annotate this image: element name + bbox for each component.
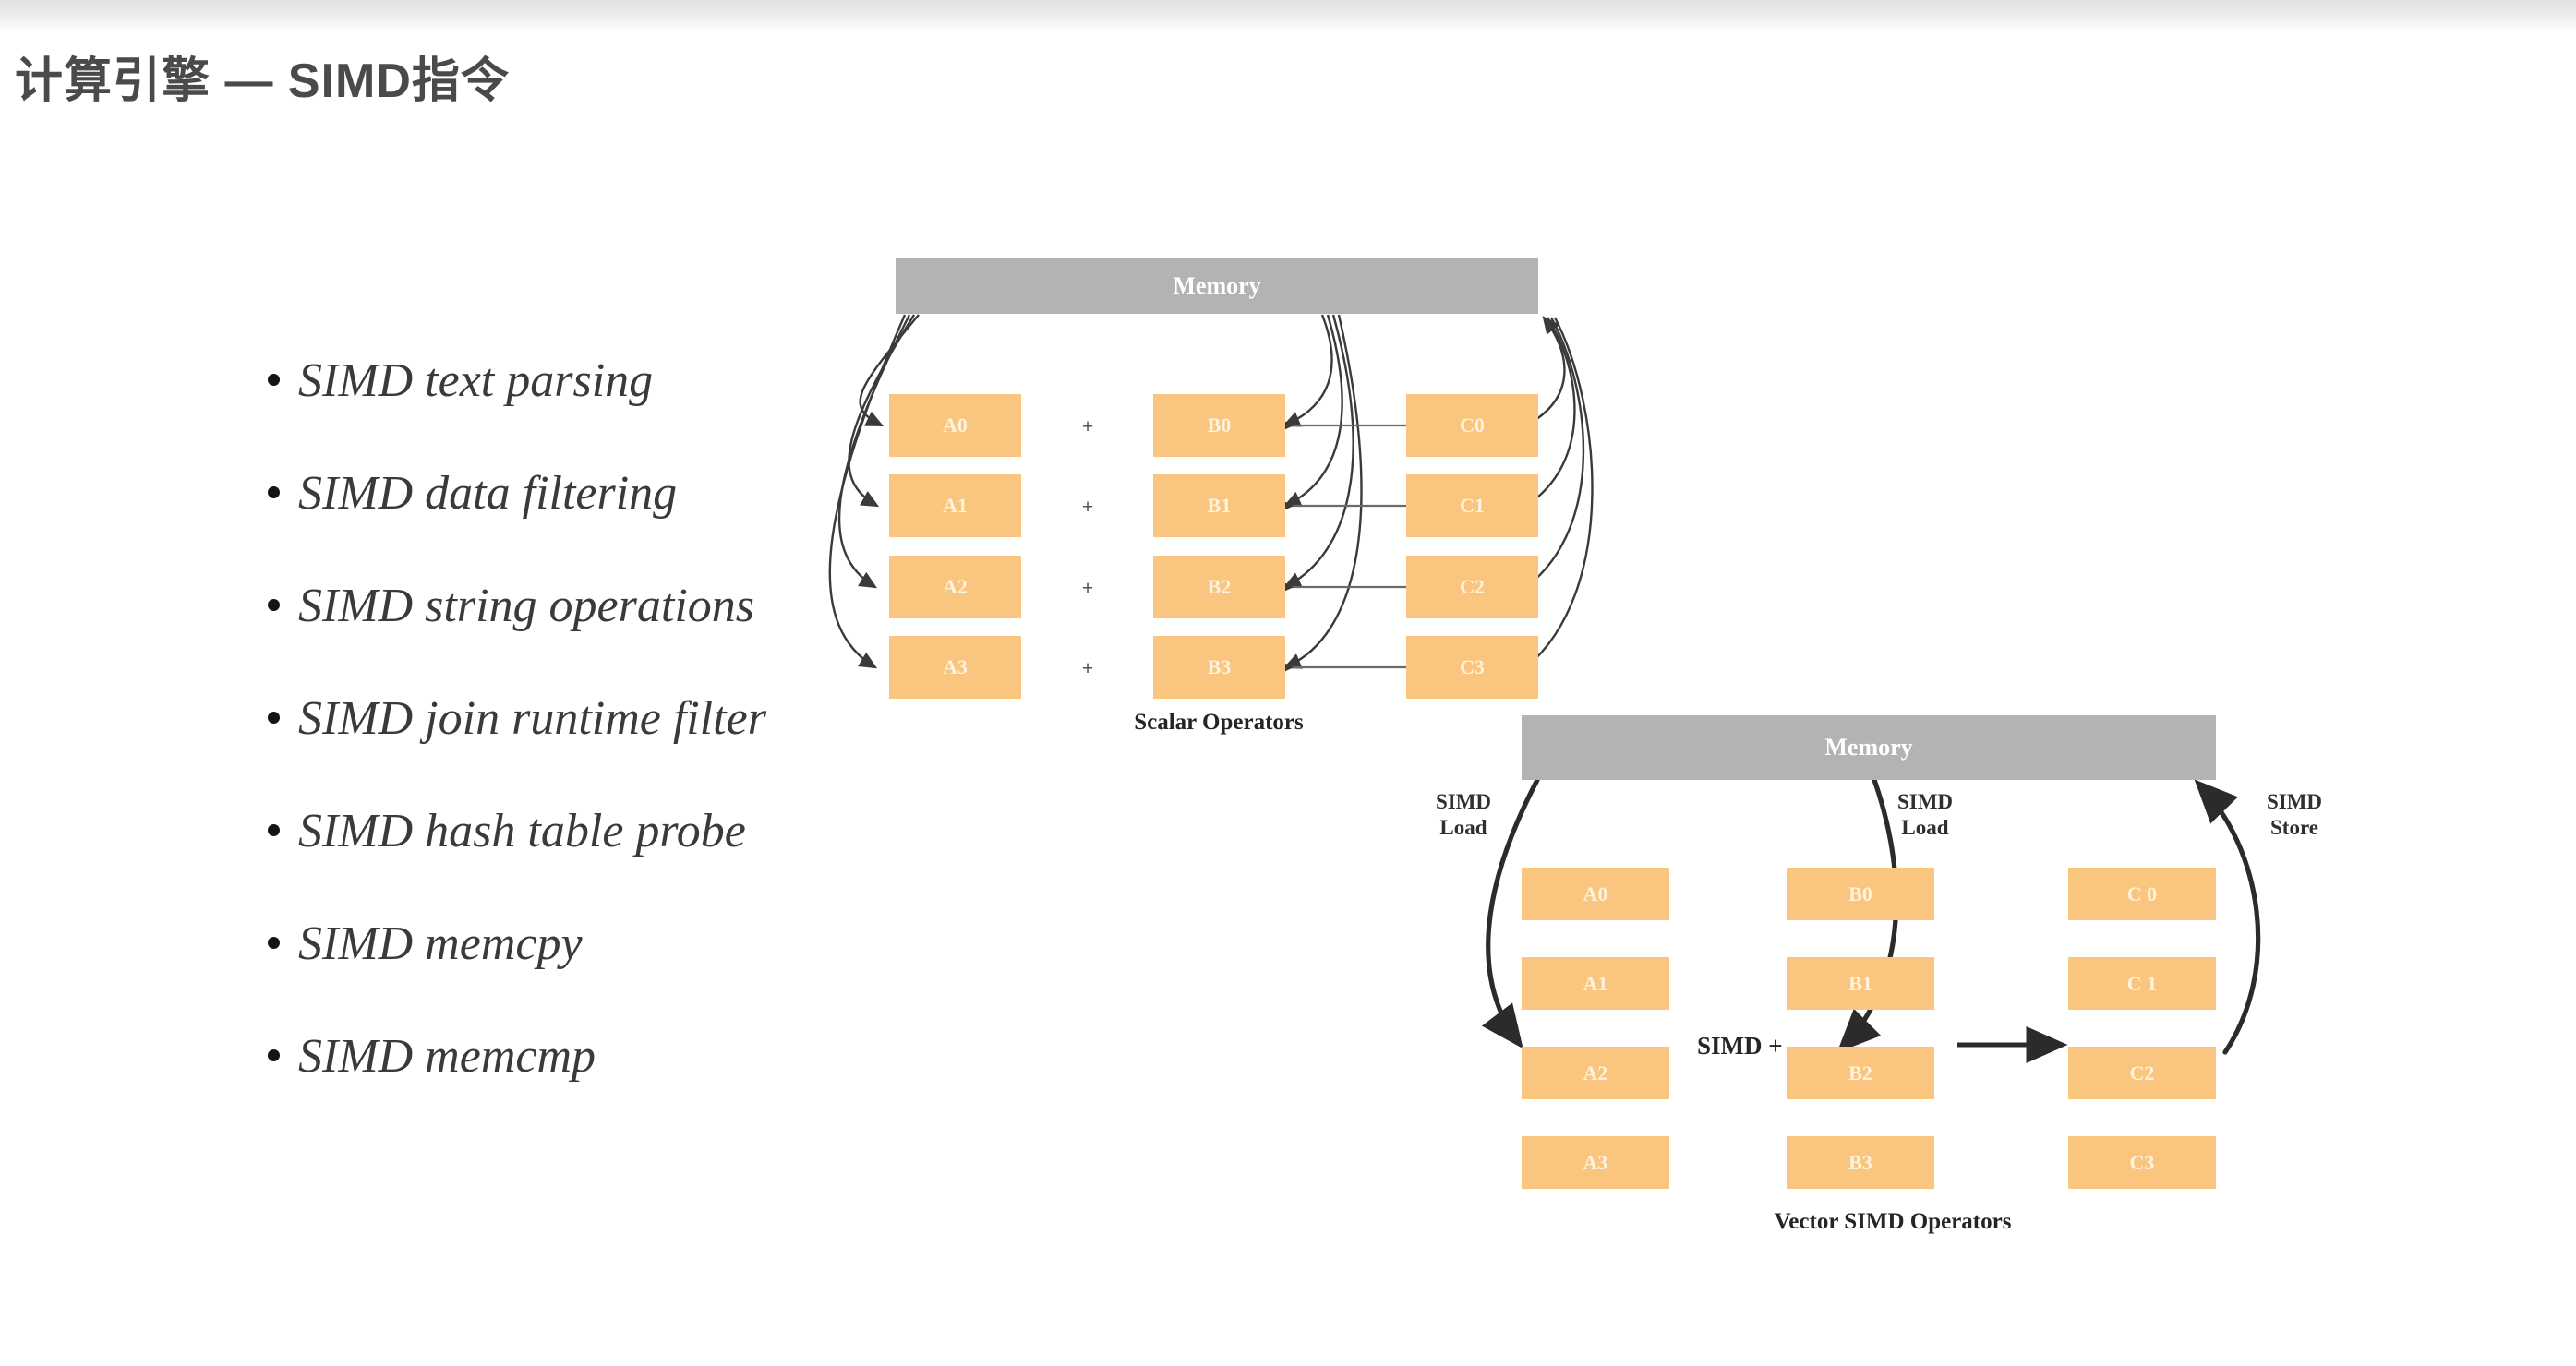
scalar-plus-row0: +: [1081, 414, 1094, 437]
page-title: 计算引擎 — SIMD指令: [15, 54, 510, 108]
list-item: SIMD hash table probe: [268, 775, 859, 888]
list-item-label: SIMD string operations: [298, 580, 754, 632]
scalar-cell-b3: B3: [1153, 636, 1285, 699]
simd-load-middle-label: SIMD Load: [1865, 789, 1985, 841]
simd-load-middle-line2: Load: [1901, 816, 1949, 839]
list-item-label: SIMD data filtering: [298, 467, 678, 520]
scalar-cell-b0: B0: [1153, 394, 1285, 457]
scalar-cell-b1: B1: [1153, 474, 1285, 537]
vector-cell-c1: C 1: [2068, 957, 2216, 1010]
scalar-cell-c0: C0: [1406, 394, 1538, 457]
vector-memory-bar: Memory: [1522, 715, 2216, 780]
scalar-cell-a2: A2: [889, 556, 1021, 618]
list-item: SIMD text parsing: [268, 325, 859, 437]
scalar-memory-bar: Memory: [896, 258, 1538, 314]
bullet-list: SIMD text parsing SIMD data filtering SI…: [268, 325, 859, 1113]
vector-cell-b1: B1: [1787, 957, 1934, 1010]
scalar-memory-label: Memory: [1173, 272, 1261, 299]
vector-cell-b2: B2: [1787, 1047, 1934, 1099]
simd-load-left-label: SIMD Load: [1403, 789, 1523, 841]
list-item-label: SIMD join runtime filter: [298, 692, 766, 745]
simd-load-middle-line1: SIMD: [1896, 790, 1954, 813]
vector-operator-label: SIMD +: [1697, 1032, 1783, 1060]
scalar-plus-row3: +: [1081, 656, 1094, 679]
list-item-label: SIMD text parsing: [298, 354, 654, 407]
scalar-diagram-caption: Scalar Operators: [1134, 710, 1304, 735]
vector-cell-c2: C2: [2068, 1047, 2216, 1099]
simd-load-left-line2: Load: [1439, 816, 1487, 839]
vector-cell-a3: A3: [1522, 1136, 1669, 1189]
scalar-cell-a0: A0: [889, 394, 1021, 457]
bullet-dot-icon: [268, 486, 280, 498]
scalar-cell-c2: C2: [1406, 556, 1538, 618]
simd-store-line1: SIMD: [2266, 790, 2323, 813]
vector-cell-b0: B0: [1787, 868, 1934, 920]
list-item-label: SIMD memcmp: [298, 1030, 596, 1083]
bullet-dot-icon: [268, 599, 280, 611]
bullet-dot-icon: [268, 1049, 280, 1061]
vector-cell-c3: C3: [2068, 1136, 2216, 1189]
simd-store-line2: Store: [2270, 816, 2318, 839]
scalar-cell-c1: C1: [1406, 474, 1538, 537]
vector-cell-c0: C 0: [2068, 868, 2216, 920]
vector-diagram-caption: Vector SIMD Operators: [1774, 1209, 2012, 1234]
list-item: SIMD data filtering: [268, 437, 859, 550]
list-item-label: SIMD memcpy: [298, 917, 583, 970]
top-gradient-strip: [0, 0, 2576, 31]
simd-store-right-label: SIMD Store: [2234, 789, 2354, 841]
list-item: SIMD join runtime filter: [268, 663, 859, 775]
scalar-cell-c3: C3: [1406, 636, 1538, 699]
vector-cell-a1: A1: [1522, 957, 1669, 1010]
scalar-cell-a1: A1: [889, 474, 1021, 537]
vector-cell-a2: A2: [1522, 1047, 1669, 1099]
bullet-dot-icon: [268, 937, 280, 949]
scalar-plus-row2: +: [1081, 576, 1094, 599]
list-item: SIMD memcmp: [268, 1001, 859, 1113]
list-item: SIMD memcpy: [268, 888, 859, 1001]
list-item-label: SIMD hash table probe: [298, 805, 746, 857]
vector-memory-label: Memory: [1824, 734, 1913, 761]
bullet-dot-icon: [268, 374, 280, 386]
simd-load-left-line1: SIMD: [1435, 790, 1492, 813]
vector-cell-a0: A0: [1522, 868, 1669, 920]
bullet-dot-icon: [268, 712, 280, 724]
list-item: SIMD string operations: [268, 550, 859, 663]
scalar-cell-b2: B2: [1153, 556, 1285, 618]
bullet-dot-icon: [268, 824, 280, 836]
scalar-plus-row1: +: [1081, 495, 1094, 518]
vector-cell-b3: B3: [1787, 1136, 1934, 1189]
scalar-cell-a3: A3: [889, 636, 1021, 699]
